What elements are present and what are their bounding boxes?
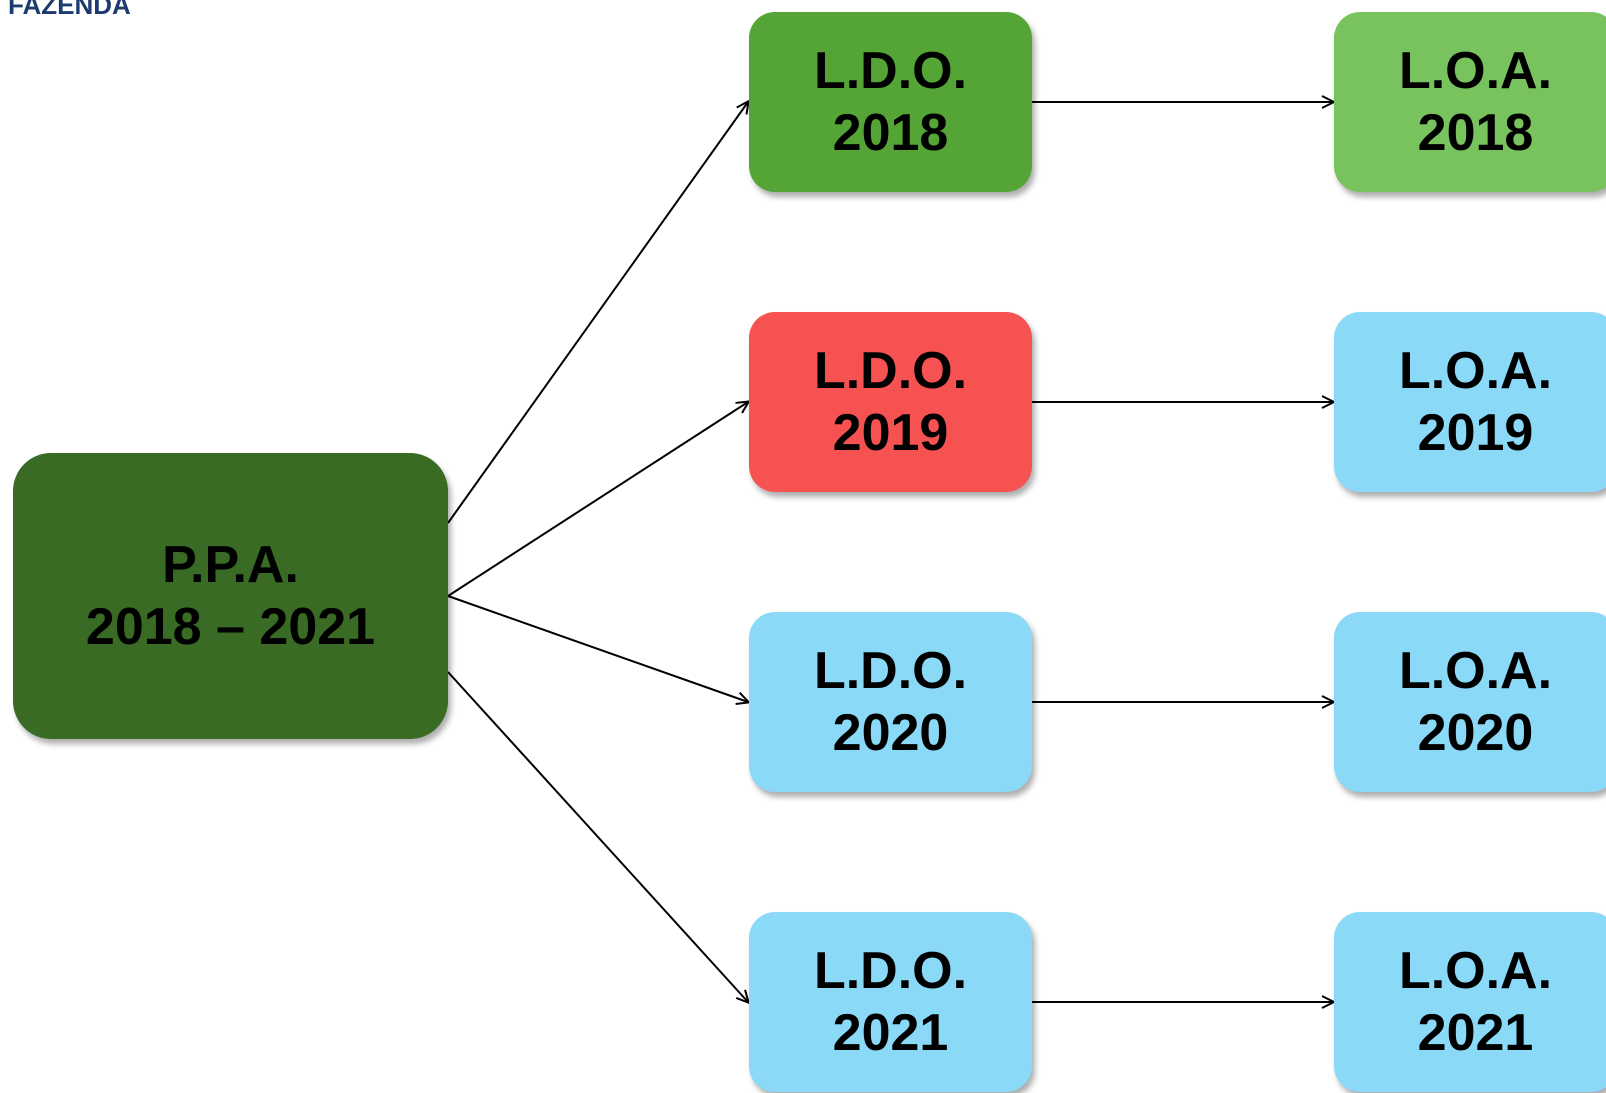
loa-2018-box: L.O.A. 2018 bbox=[1334, 12, 1606, 192]
loa-2020-year: 2020 bbox=[1417, 704, 1534, 762]
ldo-2021-year: 2021 bbox=[832, 1004, 949, 1062]
ldo-2018-box: L.D.O. 2018 bbox=[749, 12, 1032, 192]
ldo-2019-title: L.D.O. bbox=[813, 342, 968, 400]
arrow-ppa-to-ldo-2021 bbox=[447, 671, 748, 1002]
ldo-2018-year: 2018 bbox=[832, 104, 949, 162]
loa-2021-title: L.O.A. bbox=[1398, 942, 1553, 1000]
ldo-2020-title: L.D.O. bbox=[813, 642, 968, 700]
loa-2019-title: L.O.A. bbox=[1398, 342, 1553, 400]
loa-2018-year: 2018 bbox=[1417, 104, 1534, 162]
fazenda-logo: FAZENDA bbox=[8, 0, 131, 20]
loa-2019-box: L.O.A. 2019 bbox=[1334, 312, 1606, 492]
loa-2021-box: L.O.A. 2021 bbox=[1334, 912, 1606, 1092]
ldo-2020-box: L.D.O. 2020 bbox=[749, 612, 1032, 792]
loa-2020-box: L.O.A. 2020 bbox=[1334, 612, 1606, 792]
loa-2019-year: 2019 bbox=[1417, 404, 1534, 462]
ppa-period: 2018 – 2021 bbox=[85, 598, 376, 656]
ppa-title: P.P.A. bbox=[162, 536, 299, 594]
arrow-ppa-to-ldo-2019 bbox=[447, 402, 748, 597]
arrow-ppa-to-ldo-2020 bbox=[447, 595, 748, 702]
ldo-2019-box: L.D.O. 2019 bbox=[749, 312, 1032, 492]
ppa-box: P.P.A. 2018 – 2021 bbox=[13, 453, 448, 739]
ldo-2018-title: L.D.O. bbox=[813, 42, 968, 100]
ldo-2019-year: 2019 bbox=[832, 404, 949, 462]
ldo-2020-year: 2020 bbox=[832, 704, 949, 762]
loa-2018-title: L.O.A. bbox=[1398, 42, 1553, 100]
loa-2020-title: L.O.A. bbox=[1398, 642, 1553, 700]
loa-2021-year: 2021 bbox=[1417, 1004, 1534, 1062]
arrow-ppa-to-ldo-2018 bbox=[447, 102, 748, 524]
ldo-2021-title: L.D.O. bbox=[813, 942, 968, 1000]
ldo-2021-box: L.D.O. 2021 bbox=[749, 912, 1032, 1092]
